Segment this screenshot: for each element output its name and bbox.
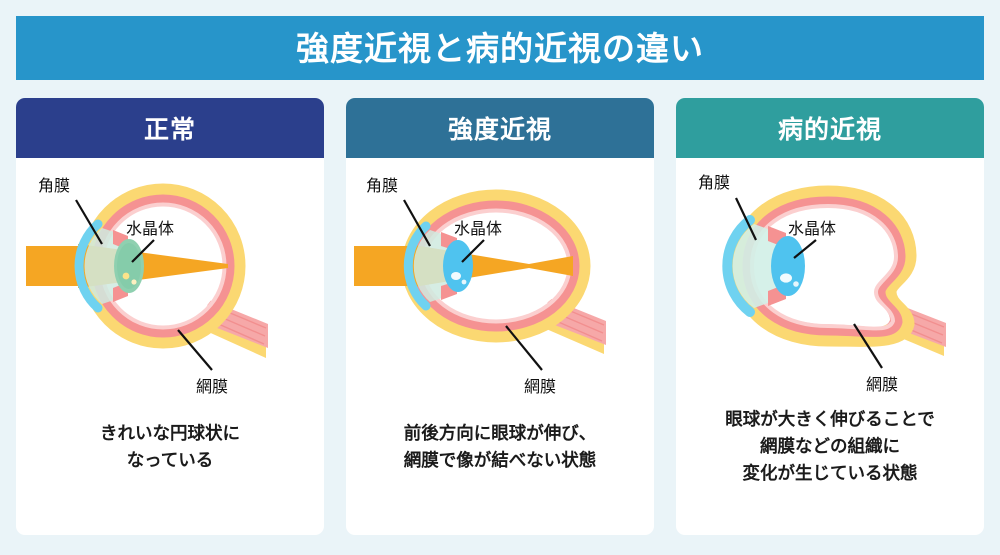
comparison-card-high-myopia: 強度近視 [346,98,654,535]
lens-highlight-2 [461,279,467,285]
caption-line: きれいな円球状に [100,423,240,443]
anterior-chamber [413,230,448,302]
comparison-card-pathologic-myopia: 病的近視 [676,98,984,535]
cornea-label: 角膜 [38,177,70,195]
caption-line: 網膜で像が結べない状態 [403,450,597,471]
cornea-arc [74,219,103,313]
card-body-pathologic-myopia: 角膜 水晶体 網膜 眼球が大きく伸びることで 網膜などの組織に 変化が生じている… [676,158,984,535]
card-caption-normal: きれいな円球状に なっている [16,420,324,474]
caption-line: 眼球が大きく伸びることで [725,409,935,429]
lens-highlight-1 [780,273,792,283]
pathologic-myopia-eye-diagram: 角膜 水晶体 網膜 [676,158,984,420]
retina-label: 網膜 [196,378,228,396]
cornea-arc [403,221,431,311]
caption-line: 前後方向に眼球が伸び、 [403,423,597,443]
lens-highlight-1 [451,272,461,280]
page-title-banner: 強度近視と病的近視の違い [16,16,984,80]
card-caption-pathologic-myopia: 眼球が大きく伸びることで 網膜などの組織に 変化が生じている状態 [676,406,984,487]
card-title-normal: 正常 [143,116,196,144]
retina-layer [742,196,906,337]
card-header-normal: 正常 [16,98,324,158]
card-title-high-myopia: 強度近視 [447,116,552,144]
lens-body [771,236,805,296]
retina-label-group: 網膜 [177,329,228,396]
retina-label: 網膜 [524,378,556,396]
sclera-layer [731,185,917,347]
lens-label: 水晶体 [454,220,502,238]
lens-body [443,240,473,292]
card-body-normal: 角膜 水晶体 網膜 きれいな円球状に なっている [16,158,324,535]
retina-label-group: 網膜 [505,325,556,396]
lens-label-group: 水晶体 [788,220,836,259]
anterior-chamber [732,224,776,308]
comparison-card-normal: 正常 [16,98,324,535]
caption-line: なっている [126,450,214,471]
retina-inner-highlight [749,203,899,331]
retina-label-group: 網膜 [853,323,898,394]
lens-highlight-1 [122,272,130,280]
lens-highlight-2 [793,281,799,287]
cornea-label-group: 角膜 [38,177,103,245]
caption-line: 網膜などの組織に [760,436,900,457]
lens-highlight-2 [131,279,137,285]
retina-label: 網膜 [866,376,898,394]
lens-label-group: 水晶体 [126,220,174,263]
lens-label-group: 水晶体 [454,220,502,263]
cornea-label: 角膜 [698,174,730,192]
card-header-pathologic-myopia: 病的近視 [676,98,984,158]
high-myopia-eye-diagram: 角膜 水晶体 網膜 [346,158,654,420]
card-title-pathologic-myopia: 病的近視 [777,116,882,144]
cornea-arc [722,215,755,317]
card-header-high-myopia: 強度近視 [346,98,654,158]
cornea-label-group: 角膜 [366,177,431,247]
card-caption-high-myopia: 前後方向に眼球が伸び、 網膜で像が結べない状態 [346,420,654,474]
caption-line: 変化が生じている状態 [742,463,918,484]
normal-eye-diagram: 角膜 水晶体 網膜 [16,158,324,420]
cornea-label: 角膜 [366,177,398,195]
lens-label: 水晶体 [788,220,836,238]
cornea-label-group: 角膜 [698,174,757,241]
page-title: 強度近視と病的近視の違い [296,29,704,67]
card-body-high-myopia: 角膜 水晶体 網膜 前後方向に眼球が伸び、 網膜で像が結べない状態 [346,158,654,535]
lens-label: 水晶体 [126,220,174,238]
anterior-chamber [84,228,120,304]
